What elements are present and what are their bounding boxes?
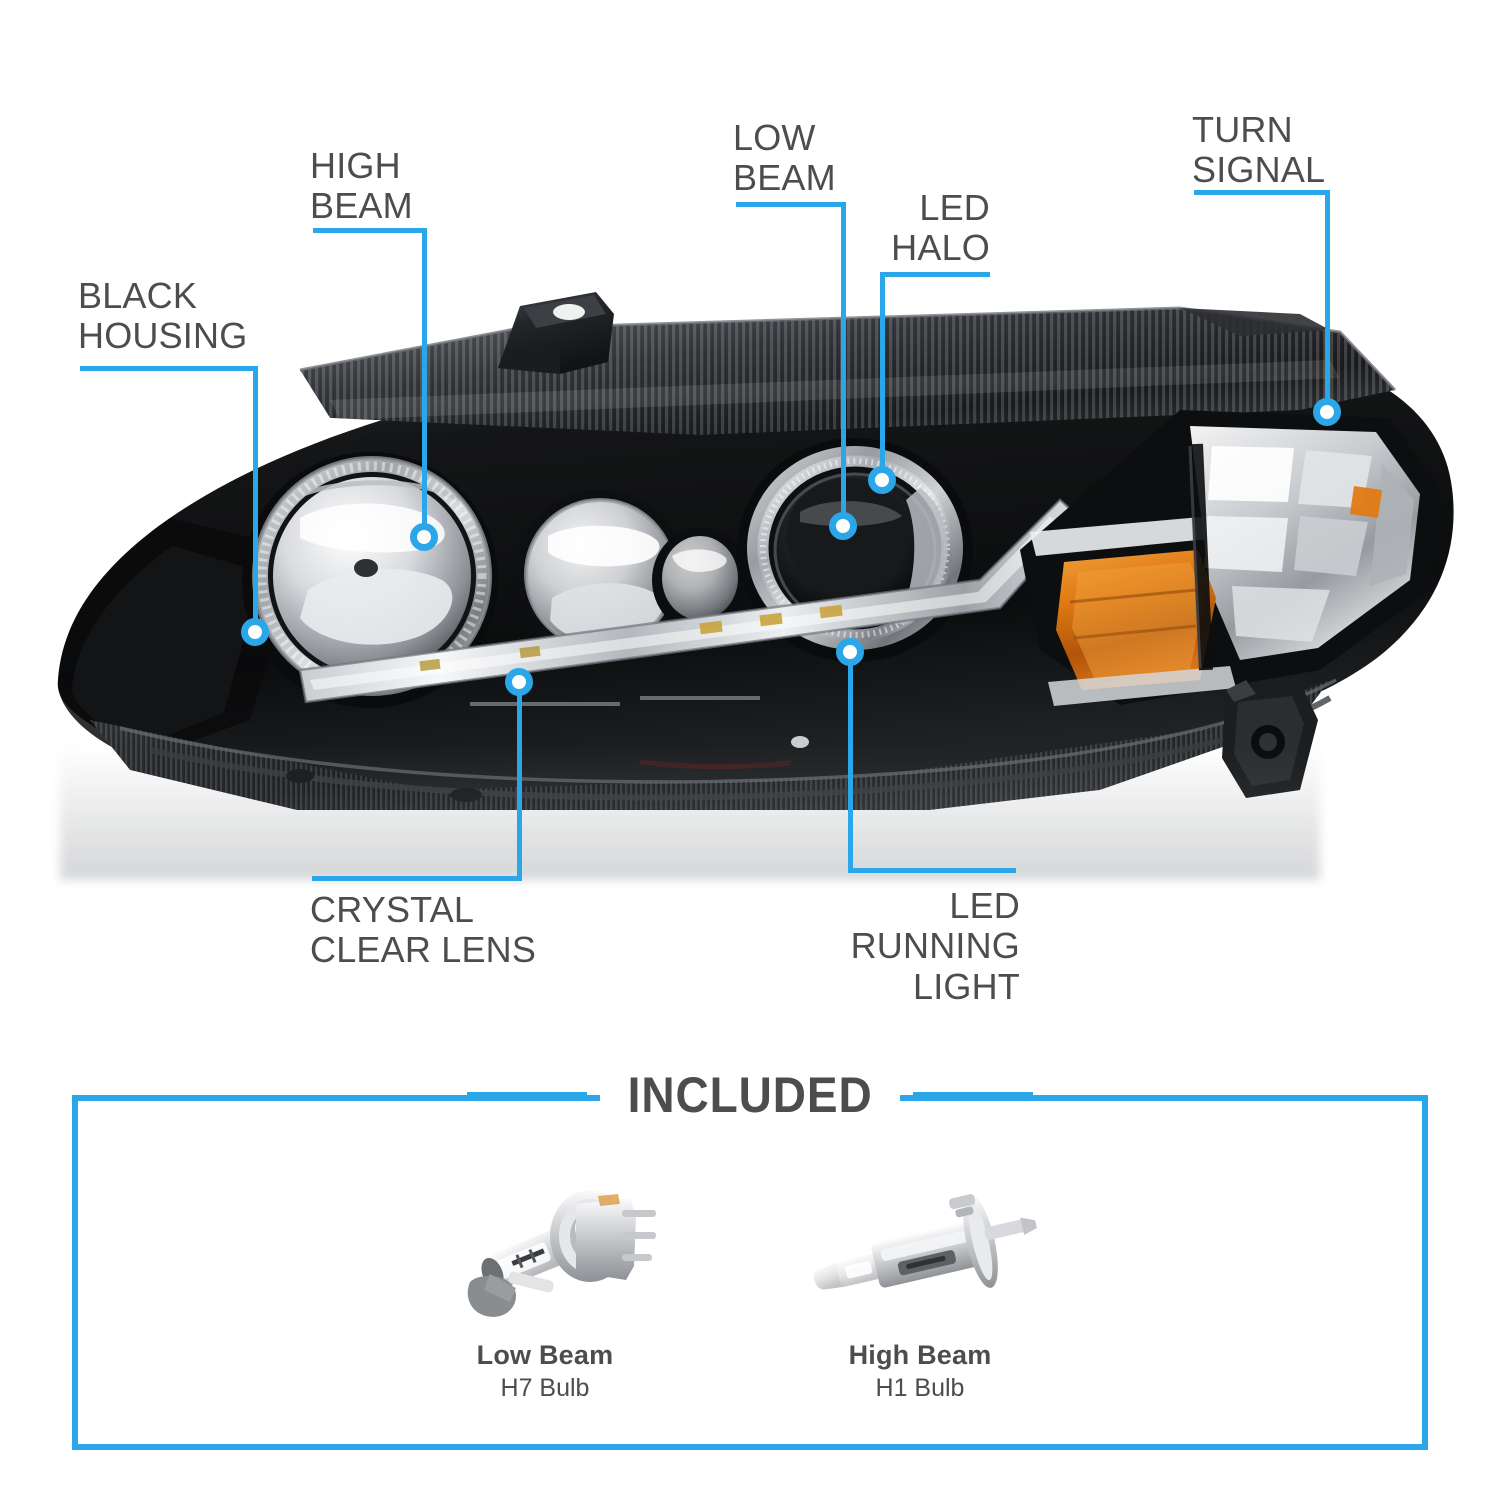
included-section-box (72, 1095, 1428, 1450)
callout-label-crystal-clear-lens: CRYSTAL CLEAR LENS (310, 889, 537, 971)
included-title: INCLUDED (599, 1066, 901, 1124)
callout-label-high-beam: HIGH BEAM (310, 145, 413, 227)
callout-line-turn-signal-v (1325, 190, 1330, 406)
callout-line-low-beam-h (736, 202, 846, 207)
callout-dot-high-beam (410, 523, 438, 551)
callout-dot-black-housing (241, 618, 269, 646)
h1-bulb-icon (800, 1185, 1040, 1325)
mounting-bracket-top (498, 292, 614, 374)
callout-dot-led-halo (868, 466, 896, 494)
callout-line-high-beam-v (422, 228, 427, 530)
callout-line-black-housing-v (253, 366, 258, 628)
bulb-spec-low-beam: H7 Bulb (500, 1374, 590, 1402)
center-reflector-secondary (652, 528, 748, 632)
mounting-tab-bottom-right (1222, 680, 1318, 798)
callout-label-low-beam: LOW BEAM (733, 117, 836, 199)
callout-line-high-beam-h (313, 228, 427, 233)
callout-label-black-housing: BLACK HOUSING (78, 275, 248, 357)
callout-label-turn-signal: TURN SIGNAL (1192, 109, 1326, 191)
callout-line-low-beam-v (841, 202, 846, 520)
headlight-assembly-image (0, 250, 1500, 830)
callout-dot-low-beam (829, 512, 857, 540)
callout-line-black-housing-h (80, 366, 258, 371)
callout-line-turn-signal-h (1194, 190, 1330, 195)
bulb-caption-low-beam: Low Beam H7 Bulb (385, 1340, 705, 1403)
bulb-caption-high-beam: High Beam H1 Bulb (760, 1340, 1080, 1403)
bulb-name-low-beam: Low Beam (476, 1340, 614, 1370)
amber-turn-signal-lens (1056, 550, 1216, 690)
bulb-spec-high-beam: H1 Bulb (875, 1374, 965, 1402)
included-dash-left (466, 1092, 587, 1098)
bulb-name-high-beam: High Beam (848, 1340, 992, 1370)
included-title-row: INCLUDED (0, 1063, 1500, 1127)
callout-line-crystal-clear-lens-h (312, 876, 522, 881)
included-dash-right (913, 1092, 1034, 1098)
callout-line-led-running-light-v (848, 660, 853, 872)
callout-label-led-halo: LED HALO (891, 187, 990, 269)
callout-line-led-running-light-h (848, 868, 1016, 873)
callout-line-led-halo-h (880, 272, 990, 277)
callout-line-led-halo-v (880, 272, 885, 476)
turn-signal-section (1020, 410, 1440, 706)
callout-label-led-running-light: LED RUNNING LIGHT (850, 885, 1020, 1007)
callout-line-crystal-clear-lens-v (517, 690, 522, 880)
h7-bulb-icon (430, 1170, 660, 1330)
callout-dot-led-running-light (836, 638, 864, 666)
callout-dot-turn-signal (1313, 398, 1341, 426)
callout-dot-crystal-clear-lens (505, 668, 533, 696)
